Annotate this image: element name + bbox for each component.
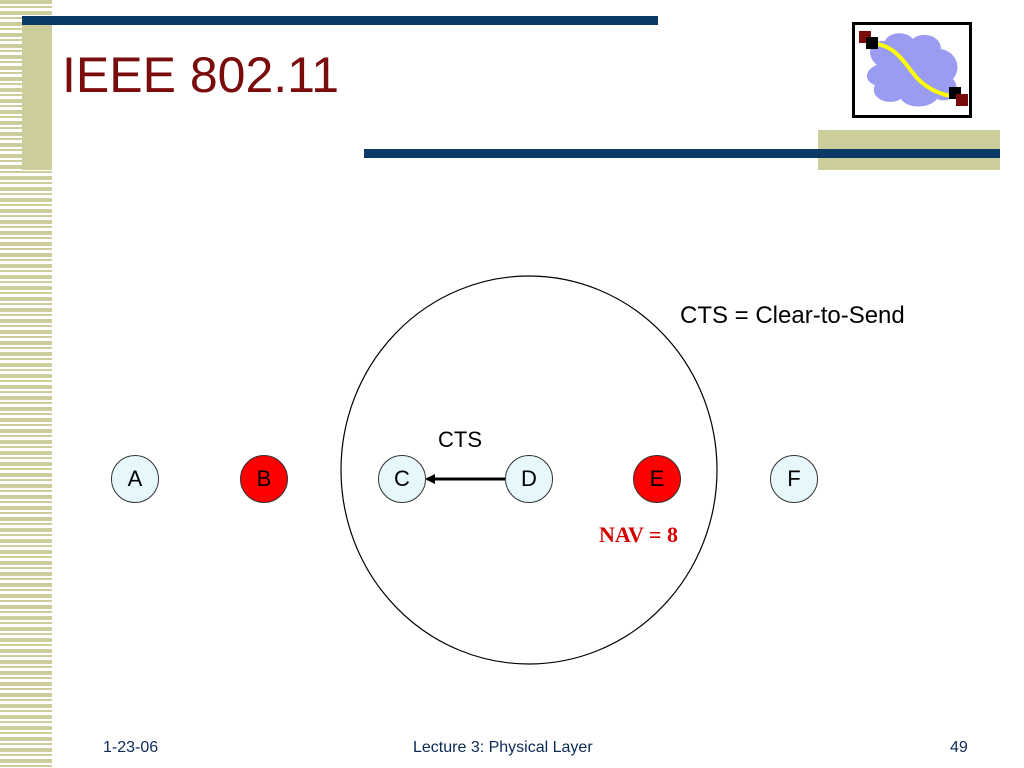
footer-lecture-title: Lecture 3: Physical Layer: [413, 739, 593, 756]
node-d-label: D: [521, 466, 537, 491]
endpoint-square-bottom-front: [956, 94, 968, 106]
network-cloud-icon: [852, 22, 972, 118]
nav-label: NAV = 8: [599, 522, 678, 547]
node-f: F: [770, 455, 818, 503]
left-accent-block: [22, 20, 52, 170]
node-e: E: [633, 455, 681, 503]
node-c-label: C: [394, 466, 410, 491]
node-a-label: A: [127, 466, 143, 491]
node-e-label: E: [649, 466, 665, 491]
link-line: [870, 41, 958, 99]
top-title-bar: [22, 16, 658, 25]
footer-page-number: 49: [950, 739, 968, 756]
cts-definition: CTS = Clear-to-Send: [680, 302, 905, 329]
cts-arrow-label: CTS: [438, 427, 482, 452]
endpoint-square-top-front: [866, 37, 878, 49]
node-b-label: B: [256, 466, 272, 491]
node-b: B: [240, 455, 288, 503]
node-d: D: [505, 455, 553, 503]
network-cloud-graphic: [859, 31, 968, 107]
node-a: A: [111, 455, 159, 503]
transmission-range-circle: [340, 275, 718, 665]
title-underline-bar: [364, 149, 1000, 158]
footer-date: 1-23-06: [103, 739, 159, 756]
slide-title: IEEE 802.11: [62, 47, 340, 103]
node-c: C: [378, 455, 426, 503]
node-f-label: F: [787, 466, 801, 491]
